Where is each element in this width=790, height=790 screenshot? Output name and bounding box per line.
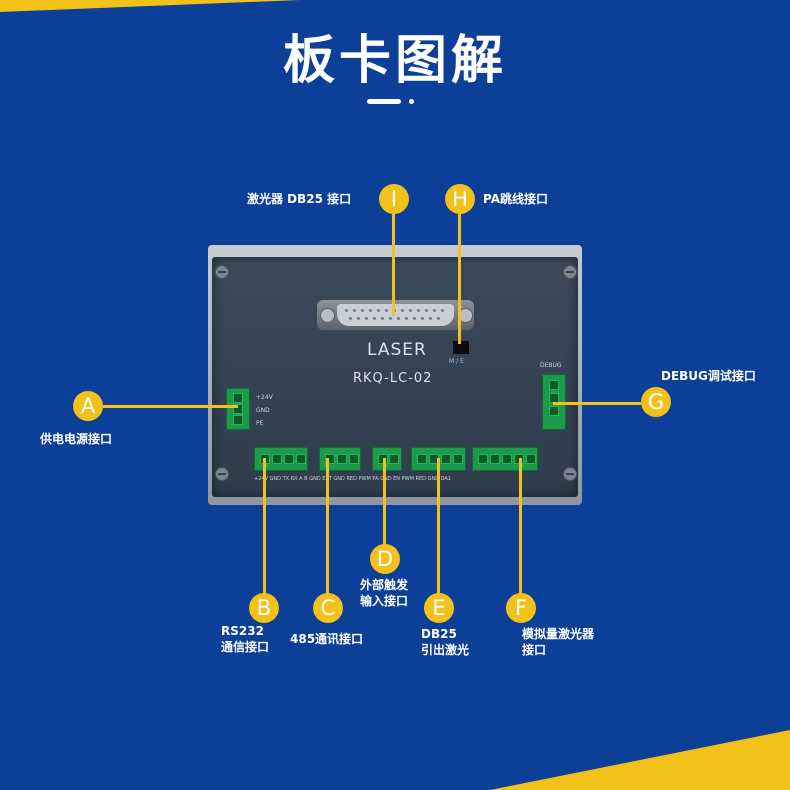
- screw-icon: [563, 265, 577, 279]
- power-terminal: [226, 388, 250, 430]
- callout-marker-h: H: [445, 184, 475, 214]
- pa-jumper: [453, 341, 469, 354]
- title-underline-dot: [409, 99, 414, 104]
- callout-label-d-line1: 外部触发: [360, 578, 409, 592]
- analog-laser-terminal: [472, 447, 538, 471]
- callout-label-e-line2: 引出激光: [421, 643, 470, 657]
- db25-pin-field: [337, 304, 454, 326]
- bottom-right-accent: [490, 730, 790, 790]
- callout-label-f-line1: 模拟量激光器: [522, 627, 595, 641]
- debug-label: DEBUG: [540, 362, 562, 369]
- callout-line-i: [392, 214, 395, 316]
- top-left-accent: [0, 0, 300, 12]
- laser-label: LASER: [367, 340, 427, 360]
- callout-label-c: 485通讯接口: [290, 632, 364, 646]
- screw-icon: [215, 265, 229, 279]
- callout-marker-b: B: [249, 593, 279, 623]
- callout-marker-e: E: [424, 593, 454, 623]
- callout-label-e-line1: DB25: [421, 627, 457, 641]
- screw-icon: [215, 467, 229, 481]
- callout-label-a: 供电电源接口: [40, 432, 113, 446]
- callout-label-b-line2: 通信接口: [221, 640, 270, 654]
- callout-line-c: [326, 458, 329, 594]
- callout-marker-d: D: [370, 544, 400, 574]
- db25-connector: [317, 300, 474, 330]
- screw-icon: [320, 308, 335, 323]
- page-title: 板卡图解: [282, 31, 507, 91]
- callout-label-d-line2: 输入接口: [360, 594, 409, 608]
- callout-line-e: [437, 458, 440, 594]
- callout-label-b-line1: RS232: [221, 624, 264, 638]
- power-pin-label: PE: [256, 420, 264, 427]
- callout-marker-i: I: [379, 184, 409, 214]
- external-trigger-terminal: [372, 447, 402, 471]
- callout-marker-g: G: [641, 387, 671, 417]
- terminal-pin-labels: +24V GND TX RX A B GND EXT GND RED PWM P…: [254, 476, 451, 482]
- callout-label-i: 激光器 DB25 接口: [247, 192, 352, 206]
- callout-marker-a: A: [73, 391, 103, 421]
- power-pin-label: GND: [256, 407, 270, 414]
- callout-line-a: [103, 405, 238, 408]
- title-underline: [367, 99, 401, 104]
- callout-line-g: [553, 402, 641, 405]
- callout-line-d: [383, 458, 386, 545]
- power-pin-label: +24V: [256, 394, 273, 401]
- callout-marker-f: F: [506, 593, 536, 623]
- callout-label-h: PA跳线接口: [483, 192, 548, 206]
- callout-line-f: [519, 458, 522, 594]
- model-label: RKQ-LC-02: [353, 371, 433, 386]
- callout-label-g: DEBUG调试接口: [661, 369, 756, 383]
- screw-icon: [563, 467, 577, 481]
- callout-marker-c: C: [313, 593, 343, 623]
- callout-label-f-line2: 接口: [522, 643, 547, 657]
- callout-line-h: [458, 214, 461, 344]
- jumper-label: M / E: [449, 358, 464, 365]
- callout-line-b: [263, 458, 266, 594]
